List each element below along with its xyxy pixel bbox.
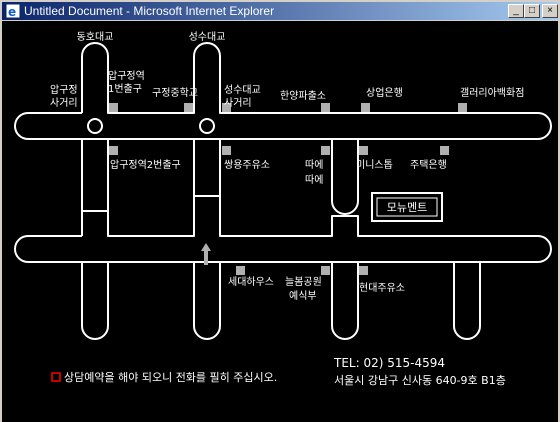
label-ssangyong: 쌍용주유소 bbox=[224, 159, 270, 171]
notice-box-icon bbox=[51, 372, 61, 382]
marker-gujeong bbox=[184, 103, 193, 112]
label-seongsu-cross-2: 사거리 bbox=[224, 97, 252, 109]
arrow-up-icon bbox=[201, 243, 211, 265]
label-hyundai: 현대주유소 bbox=[359, 282, 405, 294]
map-labels: 동호대교 성수대교 압구정 사거리 압구정역 1번출구 구정중학교 성수대교 사… bbox=[50, 31, 524, 302]
monument-inner bbox=[376, 197, 438, 217]
marker-hyundai bbox=[359, 266, 368, 275]
tel-text: TEL: 02) 515-4594 bbox=[333, 356, 445, 370]
road-top bbox=[14, 42, 552, 140]
road-bottom-3 bbox=[331, 262, 359, 340]
marker-housing bbox=[440, 146, 449, 155]
label-sedae: 세대하우스 bbox=[228, 275, 274, 288]
markers bbox=[109, 103, 467, 275]
marker-sangeop bbox=[361, 103, 370, 112]
title-bar[interactable]: e Untitled Document - Microsoft Internet… bbox=[2, 2, 558, 20]
marker-sedae bbox=[236, 266, 245, 275]
marker-apgujeong-exit1 bbox=[109, 103, 118, 112]
marker-apgujeong-exit2 bbox=[109, 146, 118, 155]
svg-text:e: e bbox=[8, 5, 16, 19]
label-galleria: 갤러리아백화점 bbox=[460, 87, 524, 99]
label-seongsu-bridge: 성수대교 bbox=[189, 31, 226, 43]
location-map: 모뉴멘트 동호대교 성수대교 압구정 사거리 압구정역 1번출구 구정중학교 성… bbox=[14, 31, 552, 387]
label-apgujeong-cross-2: 사거리 bbox=[50, 97, 78, 109]
road-v3 bbox=[331, 139, 359, 215]
label-minisop: 미니스톱 bbox=[356, 159, 393, 171]
label-sangeop: 상업은행 bbox=[366, 86, 403, 99]
road-bottom-1 bbox=[81, 262, 109, 340]
ie-icon: e bbox=[5, 3, 21, 19]
marker-ttaee bbox=[321, 146, 330, 155]
road-bottom-2 bbox=[193, 262, 221, 340]
page-content: 모뉴멘트 동호대교 성수대교 압구정 사거리 압구정역 1번출구 구정중학교 성… bbox=[2, 21, 558, 422]
marker-seongsu-cross bbox=[222, 103, 231, 112]
label-neulbom-2: 예식부 bbox=[289, 290, 317, 302]
label-hanyang: 한양파출소 bbox=[280, 90, 326, 102]
maximize-button[interactable]: □ bbox=[524, 4, 540, 18]
marker-minisop bbox=[359, 146, 368, 155]
label-ttaee-2: 따에 bbox=[305, 174, 323, 186]
label-neulbom-1: 늘봄공원 bbox=[285, 276, 322, 288]
roads bbox=[14, 42, 552, 340]
marker-ssangyong bbox=[222, 146, 231, 155]
label-gujeong: 구정중학교 bbox=[152, 87, 198, 99]
road-bottom-4 bbox=[453, 262, 481, 340]
roundabout-seongsu bbox=[199, 118, 215, 134]
label-seongsu-cross-1: 성수대교 bbox=[224, 84, 261, 96]
marker-galleria bbox=[458, 103, 467, 112]
label-apgujeong-exit1-2: 1번출구 bbox=[108, 83, 142, 95]
minimize-button[interactable]: _ bbox=[508, 4, 524, 18]
label-housing: 주택은행 bbox=[410, 159, 447, 171]
roundabout-apgujeong bbox=[87, 118, 103, 134]
label-apgujeong-cross-1: 압구정 bbox=[50, 83, 78, 96]
address-text: 서울시 강남구 신사동 640-9호 B1층 bbox=[334, 374, 506, 387]
marker-neulbom bbox=[321, 266, 330, 275]
notice-text: 상담예약을 해야 되오니 전화를 필히 주십시오. bbox=[64, 370, 277, 384]
road-middle bbox=[14, 195, 552, 263]
label-monument: 모뉴멘트 bbox=[387, 201, 427, 214]
close-button[interactable]: × bbox=[542, 4, 558, 18]
label-dongho-bridge: 동호대교 bbox=[77, 31, 114, 43]
label-apgujeong-exit2: 압구정역2번출구 bbox=[110, 158, 181, 171]
label-apgujeong-exit1-1: 압구정역 bbox=[108, 69, 145, 82]
marker-hanyang bbox=[321, 103, 330, 112]
label-ttaee-1: 따에 bbox=[305, 159, 323, 171]
window-title: Untitled Document - Microsoft Internet E… bbox=[24, 4, 275, 18]
